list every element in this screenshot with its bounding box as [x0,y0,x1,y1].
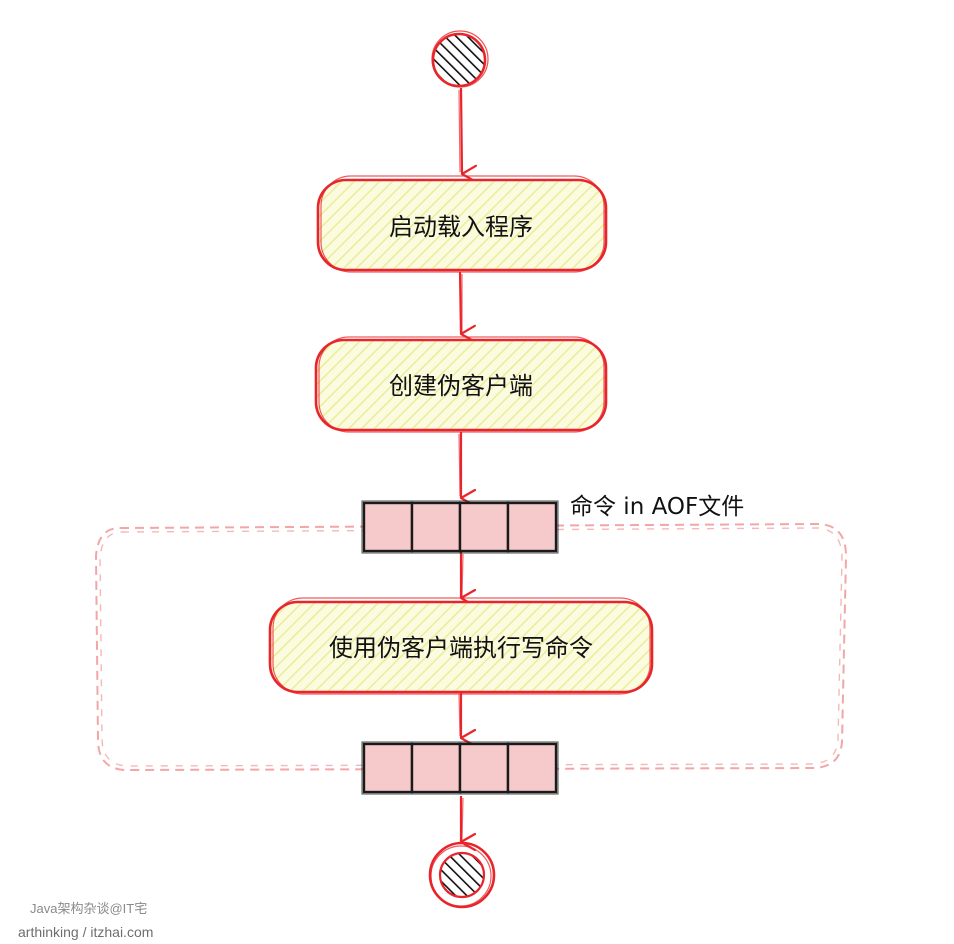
queue-out-cell-2 [410,742,462,794]
edge-queue-in-to-step3 [459,552,477,608]
watermark: Java架构杂谈@IT宅 arthinking / itzhai.com [18,901,153,940]
start-node [431,30,489,88]
loop-region [94,522,848,772]
queue-in-cell-1 [362,501,414,553]
command-queue-in [361,500,559,554]
edge-step2-to-queue-in [458,432,477,508]
queue-in-label: 命令 in AOF文件 [570,494,744,520]
action-node-step2: 创建伪客户端 [314,336,608,433]
queue-in-cell-4 [506,501,558,553]
queue-in-cell-3 [458,501,510,553]
watermark-line1: Java架构杂谈@IT宅 [30,901,147,916]
step1-label: 启动载入程序 [389,213,533,241]
edge-step3-to-queue-out [458,692,477,748]
step2-label: 创建伪客户端 [389,372,533,400]
action-node-step3: 使用伪客户端执行写命令 [268,597,654,695]
queue-out-cell-3 [458,742,510,794]
queue-in-cell-2 [410,501,462,553]
edge-start-to-step1 [458,87,478,183]
edges [458,87,478,852]
queue-out-cell-1 [362,742,414,794]
edge-queue-out-to-end [459,796,477,852]
edge-step1-to-step2 [458,271,477,343]
action-node-step1: 启动载入程序 [316,175,608,273]
watermark-line2: arthinking / itzhai.com [18,924,153,940]
end-node [428,841,496,909]
queue-out-cell-4 [506,742,558,794]
command-queue-out [361,741,559,795]
step3-label: 使用伪客户端执行写命令 [329,634,593,662]
